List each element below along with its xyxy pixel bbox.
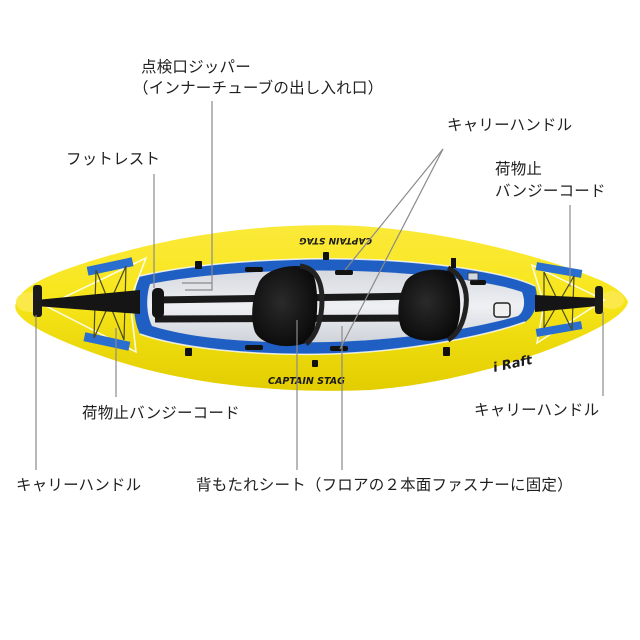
callout-carry-handle-left-text: キャリーハンドル xyxy=(16,476,142,494)
callout-backrest-seat: 背もたれシート（フロアの２本面ファスナーに固定） xyxy=(196,475,573,496)
callout-footrest-text: フットレスト xyxy=(66,150,161,168)
deck-clips xyxy=(185,252,450,367)
callout-backrest-seat-text: 背もたれシート（フロアの２本面ファスナーに固定） xyxy=(196,476,573,494)
callout-carry-handle-left: キャリーハンドル xyxy=(16,475,141,496)
callout-carry-handle-top: キャリーハンドル xyxy=(447,115,572,136)
callout-bungee-cord-left-text: 荷物止バンジーコード xyxy=(82,404,240,422)
callout-bungee-cord-left: 荷物止バンジーコード xyxy=(82,403,240,424)
callout-carry-handle-right-text: キャリーハンドル xyxy=(474,401,600,419)
carry-handle-right-shape xyxy=(595,286,603,314)
backrest-seat-front xyxy=(252,263,325,347)
brand-print-top: CAPTAIN STAG xyxy=(299,235,372,245)
callout-inspection-zipper: 点検口ジッパー （インナーチューブの出し入れ口） xyxy=(133,57,383,99)
callout-bungee-cord-right-line2: バンジーコード xyxy=(495,182,606,200)
carry-handle-left-shape xyxy=(33,285,42,317)
callout-carry-handle-top-text: キャリーハンドル xyxy=(447,116,573,134)
callout-inspection-zipper-line2: （インナーチューブの出し入れ口） xyxy=(133,79,384,97)
callout-bungee-cord-right-line1: 荷物止 xyxy=(495,160,543,178)
footrest xyxy=(152,288,164,318)
backrest-seat-rear xyxy=(398,258,469,343)
callout-inspection-zipper-line1: 点検口ジッパー xyxy=(141,58,251,76)
leader-lines xyxy=(35,101,604,470)
bungee-cord-area-right xyxy=(530,262,606,345)
brand-print-bottom: CAPTAIN STAG xyxy=(268,376,345,387)
callout-carry-handle-right: キャリーハンドル xyxy=(474,400,599,421)
callout-footrest: フットレスト xyxy=(66,149,160,170)
callout-bungee-cord-right: 荷物止 バンジーコード xyxy=(495,158,606,202)
bungee-cord-area-left xyxy=(33,256,148,354)
